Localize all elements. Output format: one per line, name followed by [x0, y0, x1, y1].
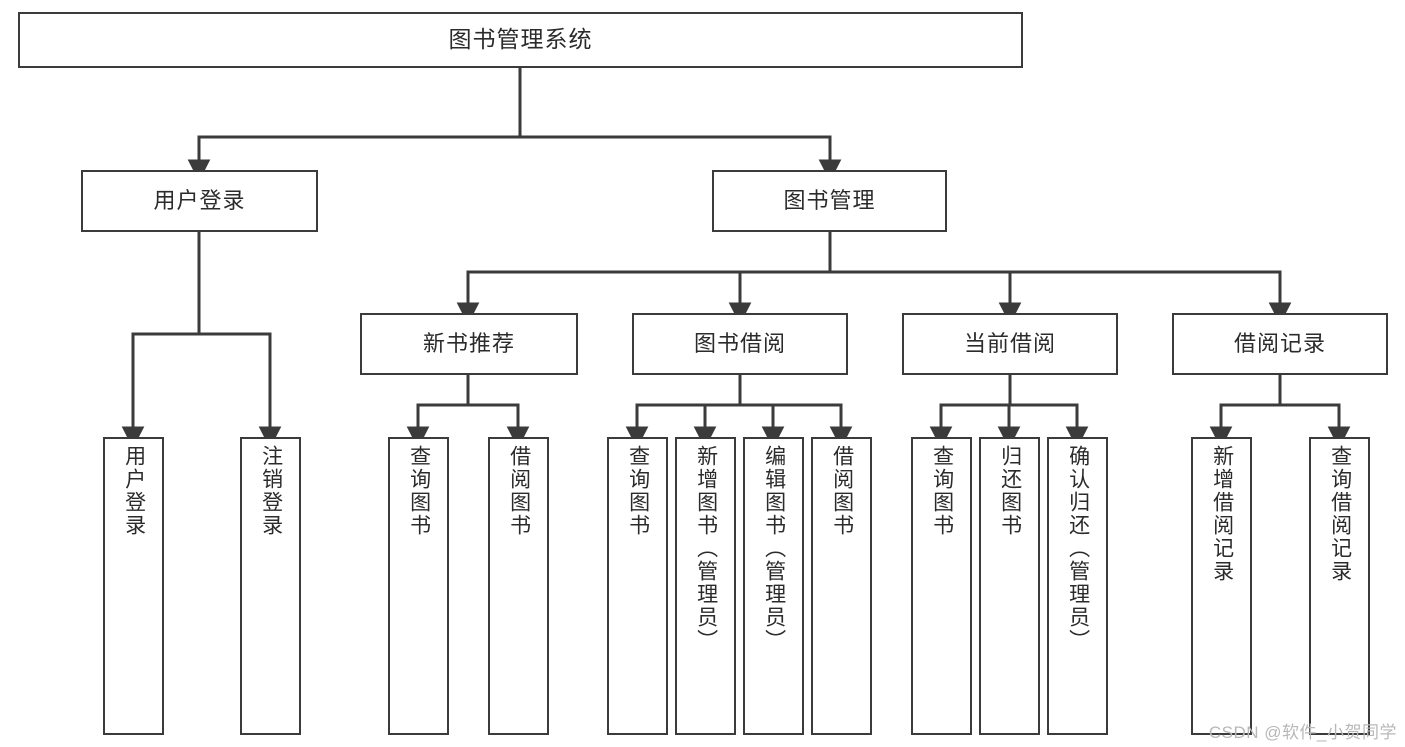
node-leaf-return-book-label: 归还图书 — [998, 445, 1022, 537]
node-leaf-query-record-label: 查询借阅记录 — [1328, 445, 1352, 583]
node-root[interactable]: 图书管理系统 — [18, 12, 1023, 68]
node-leaf-query-book-1-label: 查询图书 — [407, 445, 431, 537]
node-leaf-query-book-2-label: 查询图书 — [626, 445, 650, 537]
node-book-borrow-label: 图书借阅 — [693, 330, 786, 356]
node-leaf-add-record-label: 新增借阅记录 — [1210, 445, 1234, 583]
node-book-manage-label: 图书管理 — [783, 187, 876, 213]
node-leaf-query-record[interactable]: 查询借阅记录 — [1309, 437, 1370, 735]
node-book-manage[interactable]: 图书管理 — [712, 170, 947, 232]
node-leaf-logout-login-label: 注销登录 — [259, 445, 283, 537]
node-leaf-query-book-3-label: 查询图书 — [930, 445, 954, 537]
node-root-label: 图书管理系统 — [448, 26, 593, 53]
node-new-book-recommend[interactable]: 新书推荐 — [360, 313, 578, 375]
node-leaf-borrow-book-1[interactable]: 借阅图书 — [488, 437, 549, 735]
node-leaf-user-login-label: 用户登录 — [122, 445, 146, 537]
node-leaf-edit-book[interactable]: 编辑图书（管理员） — [743, 437, 804, 735]
node-new-book-recommend-label: 新书推荐 — [422, 330, 515, 356]
node-leaf-logout-login[interactable]: 注销登录 — [240, 437, 301, 735]
node-user-login-label: 用户登录 — [153, 187, 246, 213]
node-leaf-borrow-book-2[interactable]: 借阅图书 — [811, 437, 872, 735]
node-leaf-add-book[interactable]: 新增图书（管理员） — [675, 437, 736, 735]
node-leaf-query-book-3[interactable]: 查询图书 — [911, 437, 972, 735]
node-borrow-record-label: 借阅记录 — [1233, 330, 1326, 356]
node-book-borrow[interactable]: 图书借阅 — [632, 313, 848, 375]
node-leaf-borrow-book-1-label: 借阅图书 — [507, 445, 531, 537]
node-current-borrow-label: 当前借阅 — [963, 330, 1056, 356]
node-current-borrow[interactable]: 当前借阅 — [902, 313, 1118, 375]
node-leaf-confirm-return[interactable]: 确认归还（管理员） — [1047, 437, 1108, 735]
node-leaf-user-login[interactable]: 用户登录 — [103, 437, 164, 735]
node-leaf-query-book-2[interactable]: 查询图书 — [607, 437, 668, 735]
node-leaf-add-book-label: 新增图书（管理员） — [694, 445, 718, 652]
node-leaf-return-book[interactable]: 归还图书 — [979, 437, 1040, 735]
node-user-login[interactable]: 用户登录 — [81, 170, 318, 232]
node-leaf-query-book-1[interactable]: 查询图书 — [388, 437, 449, 735]
node-leaf-borrow-book-2-label: 借阅图书 — [830, 445, 854, 537]
node-borrow-record[interactable]: 借阅记录 — [1172, 313, 1388, 375]
node-leaf-add-record[interactable]: 新增借阅记录 — [1191, 437, 1252, 735]
node-leaf-edit-book-label: 编辑图书（管理员） — [762, 445, 786, 652]
node-leaf-confirm-return-label: 确认归还（管理员） — [1066, 445, 1090, 652]
